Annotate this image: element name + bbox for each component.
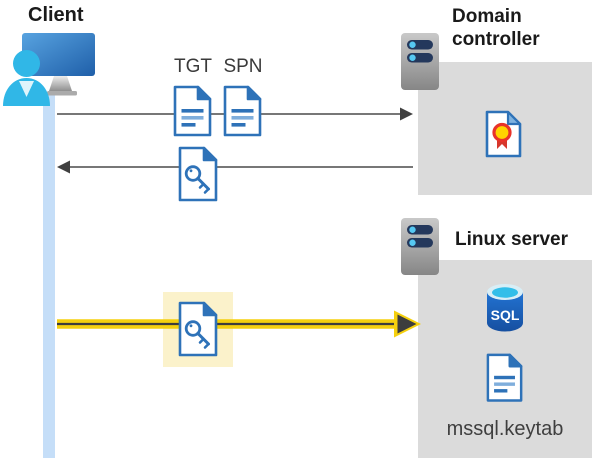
client-label: Client bbox=[28, 4, 84, 26]
tgt-document-icon bbox=[173, 85, 212, 137]
service-ticket-key-file-icon bbox=[178, 146, 218, 202]
spn-label: SPN bbox=[223, 56, 263, 77]
client-workstation-icon bbox=[3, 33, 95, 106]
spn-document-icon bbox=[223, 85, 262, 137]
keytab-file-icon bbox=[486, 353, 523, 402]
domain-controller-label: Domain controller bbox=[452, 6, 540, 50]
domain-controller-server-icon bbox=[401, 33, 439, 90]
keytab-key-file-icon bbox=[178, 301, 218, 357]
tgt-label: TGT bbox=[174, 56, 212, 77]
response-arrow bbox=[57, 160, 413, 174]
linux-server-icon bbox=[401, 218, 439, 275]
linux-server-label: Linux server bbox=[455, 229, 568, 250]
sql-database-icon: SQL bbox=[487, 284, 523, 332]
sql-connection-arrow bbox=[57, 310, 421, 338]
sql-badge-text: SQL bbox=[491, 307, 520, 323]
client-lifeline bbox=[43, 93, 55, 458]
keytab-filename-label: mssql.keytab bbox=[446, 418, 564, 440]
certificate-icon bbox=[485, 110, 522, 158]
